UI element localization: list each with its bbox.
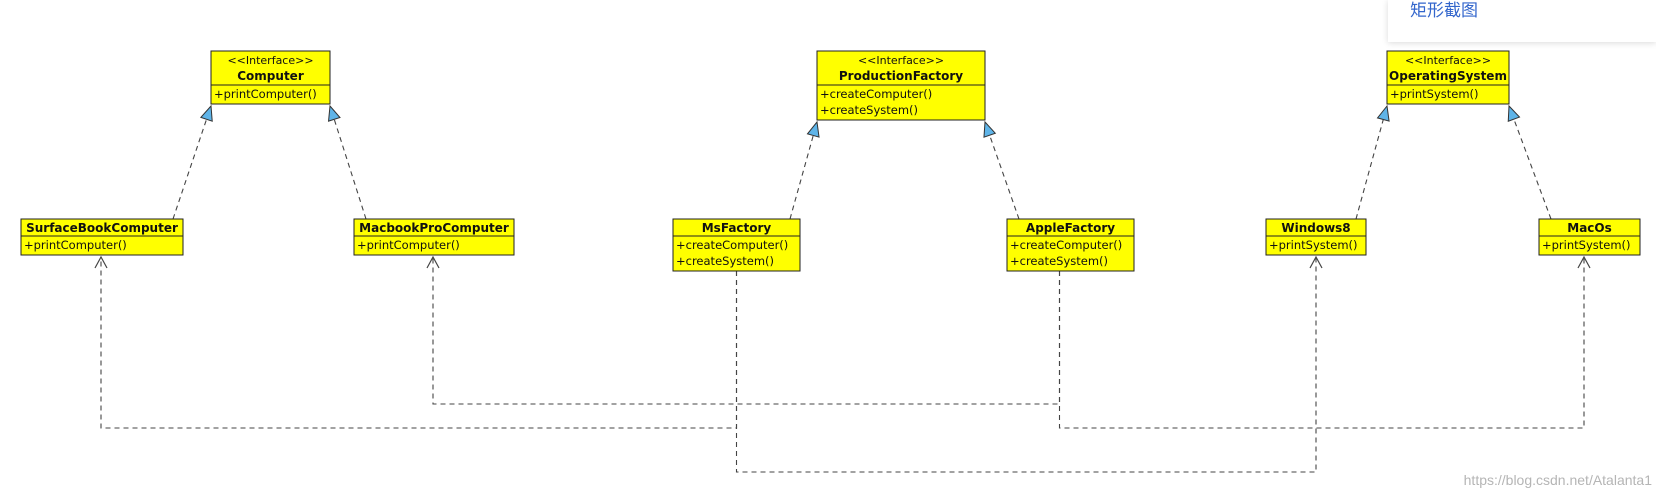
class-box-frame — [1386, 50, 1510, 105]
class-box-macbook-pro-computer[interactable]: MacbookProComputer +printComputer() — [353, 218, 515, 256]
realization-line — [333, 119, 367, 220]
realization-triangle-icon — [1376, 104, 1390, 122]
realization-triangle-icon — [1507, 104, 1521, 122]
class-stereotype: <<Interface>> — [227, 54, 313, 67]
class-box-frame — [1538, 218, 1641, 256]
realization-triangle-icon — [327, 104, 341, 122]
class-method: +createSystem() — [1010, 254, 1108, 268]
class-method: +printSystem() — [1269, 238, 1358, 252]
class-name: MsFactory — [702, 221, 772, 235]
class-method: +createSystem() — [676, 254, 774, 268]
class-method: +createComputer() — [1010, 238, 1122, 252]
class-box-frame — [672, 218, 801, 272]
class-box-frame — [1265, 218, 1367, 256]
class-stereotype: <<Interface>> — [858, 54, 944, 67]
rectangle-screenshot-menu-item[interactable]: 矩形截图 — [1410, 1, 1478, 21]
dependency-arrow-icon — [1577, 255, 1591, 269]
context-menu-popup: 矩形截图 — [1388, 0, 1656, 42]
class-box-operating-system[interactable]: <<Interface>> OperatingSystem +printSystem… — [1386, 50, 1510, 105]
class-box-frame — [1006, 218, 1135, 272]
class-box-production-factory[interactable]: <<Interface>> ProductionFactory +createCom… — [816, 50, 986, 121]
dependency-arrow-icon — [1309, 255, 1323, 269]
class-name: Computer — [237, 69, 304, 83]
realization-line — [989, 135, 1020, 220]
dependency-arrow-icon — [426, 255, 440, 269]
realization-triangle-icon — [199, 104, 213, 122]
realization-line — [789, 135, 814, 220]
class-box-apple-factory[interactable]: AppleFactory +createComputer() +createSyst… — [1006, 218, 1135, 272]
class-method: +printComputer() — [357, 238, 460, 252]
class-stereotype: <<Interface>> — [1405, 54, 1491, 67]
class-box-ms-factory[interactable]: MsFactory +createComputer() +createSystem(… — [672, 218, 801, 272]
class-box-surface-book-computer[interactable]: SurfaceBookComputer +printComputer() — [20, 218, 184, 256]
dependency-line — [432, 257, 1061, 405]
class-box-windows8[interactable]: Windows8 +printSystem() — [1265, 218, 1367, 256]
class-name: SurfaceBookComputer — [26, 221, 178, 235]
class-name: ProductionFactory — [839, 69, 963, 83]
class-name: AppleFactory — [1026, 221, 1115, 235]
dependency-arrow-icon — [94, 255, 108, 269]
class-method: +printSystem() — [1542, 238, 1631, 252]
class-method: +createComputer() — [820, 87, 932, 101]
realization-line — [1513, 118, 1552, 220]
class-box-frame — [210, 50, 331, 105]
class-box-frame — [353, 218, 515, 256]
realization-triangle-icon — [983, 120, 997, 138]
class-name: MacbookProComputer — [359, 221, 509, 235]
realization-line — [172, 119, 208, 220]
dependency-line — [735, 257, 1317, 473]
realization-line — [1355, 119, 1384, 220]
edges-layer — [94, 104, 1591, 473]
class-method: +createSystem() — [820, 103, 918, 117]
class-method: +createComputer() — [676, 238, 788, 252]
class-name: OperatingSystem — [1389, 69, 1507, 83]
class-box-computer[interactable]: <<Interface>> Computer +printComputer() — [210, 50, 331, 105]
class-box-mac-os[interactable]: MacOs +printSystem() — [1538, 218, 1641, 256]
dependency-line — [1058, 257, 1585, 429]
class-name: Windows8 — [1281, 221, 1350, 235]
class-box-frame — [20, 218, 184, 256]
class-method: +printComputer() — [24, 238, 127, 252]
class-method: +printComputer() — [214, 87, 317, 101]
realization-triangle-icon — [806, 120, 820, 138]
class-name: MacOs — [1567, 221, 1612, 235]
watermark-text: https://blog.csdn.net/Atalanta1 — [1463, 472, 1652, 488]
class-boxes-layer: <<Interface>>Computer+printComputer()<<I… — [20, 50, 1641, 272]
class-method: +printSystem() — [1390, 87, 1479, 101]
dependency-line — [100, 257, 738, 429]
